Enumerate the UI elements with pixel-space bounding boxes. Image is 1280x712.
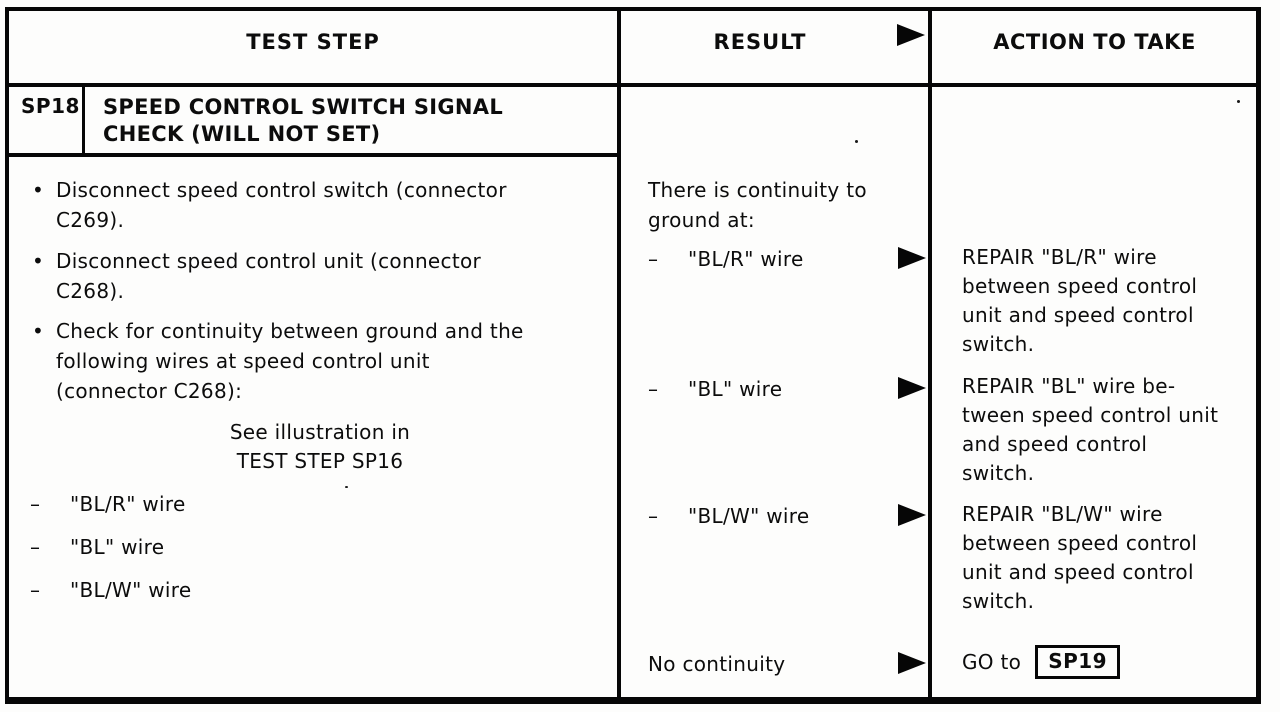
action-repair-text: REPAIR "BL" wire be- tween speed control…: [962, 374, 1219, 485]
goto-action: GO to SP19: [962, 645, 1121, 679]
instruction-text: Disconnect speed control switch (connect…: [56, 178, 507, 232]
result-row: No continuity: [648, 650, 928, 678]
step-id: SP18: [9, 87, 85, 153]
bullet-icon: •: [32, 178, 44, 202]
step-title-row: SP18 SPEED CONTROL SWITCH SIGNAL CHECK (…: [5, 87, 621, 157]
wire-list-item: – "BL" wire: [30, 533, 164, 561]
scan-speck: [1237, 100, 1240, 103]
result-label: "BL/R" wire: [688, 247, 804, 271]
wire-label: "BL/W" wire: [70, 578, 192, 602]
arrow-right-icon: [898, 377, 926, 399]
dash-icon: –: [648, 247, 659, 271]
dash-icon: –: [648, 377, 659, 401]
column-divider: [928, 7, 932, 704]
arrow-right-icon: [897, 24, 925, 46]
arrow-right-icon: [898, 652, 926, 674]
result-row: – "BL/W" wire: [648, 502, 928, 530]
header-test-step: TEST STEP: [246, 30, 380, 54]
table-outer-border: [5, 7, 1261, 704]
dash-icon: –: [30, 492, 41, 516]
header-action-to-take: ACTION TO TAKE: [993, 30, 1196, 54]
column-divider: [617, 7, 621, 704]
step-title: SPEED CONTROL SWITCH SIGNAL CHECK (WILL …: [103, 95, 504, 146]
wire-list-item: – "BL/W" wire: [30, 576, 191, 604]
scan-speck: [345, 486, 348, 488]
bullet-icon: •: [32, 249, 44, 273]
goto-label: GO to: [962, 650, 1022, 674]
wire-label: "BL/R" wire: [70, 492, 186, 516]
result-label: "BL/W" wire: [688, 504, 810, 528]
instruction-bullet: • Check for continuity between ground an…: [30, 316, 616, 406]
arrow-right-icon: [898, 504, 926, 526]
result-row: – "BL" wire: [648, 375, 928, 403]
header-divider-line: [5, 83, 1261, 87]
dash-icon: –: [648, 504, 659, 528]
bullet-icon: •: [32, 319, 44, 343]
action-repair-text: REPAIR "BL/W" wire between speed control…: [962, 502, 1198, 613]
arrow-right-icon: [898, 247, 926, 269]
illustration-note: See illustration in TEST STEP SP16: [229, 420, 411, 473]
dash-icon: –: [30, 578, 41, 602]
wire-label: "BL" wire: [70, 535, 165, 559]
instruction-bullet: • Disconnect speed control switch (conne…: [30, 175, 616, 235]
instruction-text: Check for continuity between ground and …: [56, 319, 524, 403]
scan-speck: [855, 140, 858, 143]
instruction-text: Disconnect speed control unit (connector…: [56, 249, 482, 303]
result-label: "BL" wire: [688, 377, 783, 401]
dash-icon: –: [30, 535, 41, 559]
goto-target-step: SP19: [1035, 645, 1121, 679]
result-row: – "BL/R" wire: [648, 245, 928, 273]
result-label: No continuity: [648, 652, 786, 676]
wire-list-item: – "BL/R" wire: [30, 490, 186, 518]
header-result: RESULT: [713, 30, 807, 54]
instruction-bullet: • Disconnect speed control unit (connect…: [30, 246, 616, 306]
result-intro: There is continuity to ground at:: [648, 178, 867, 232]
action-repair-text: REPAIR "BL/R" wire between speed control…: [962, 245, 1198, 356]
